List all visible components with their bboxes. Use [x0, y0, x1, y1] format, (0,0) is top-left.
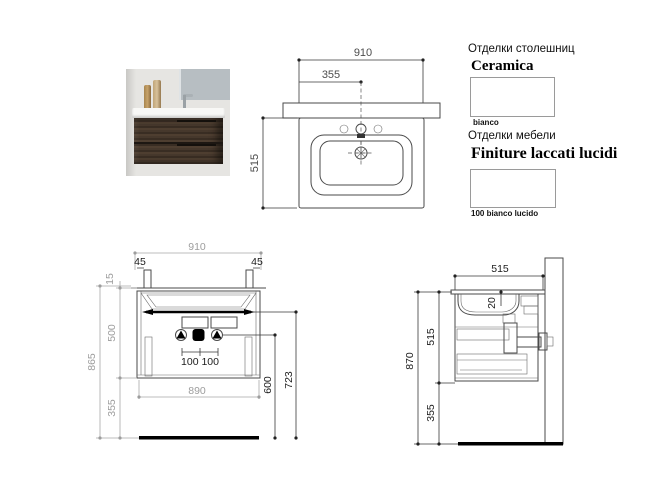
overflow-hole — [357, 134, 365, 138]
cabinet-outline-front — [136, 290, 261, 379]
upper-drawer-section — [456, 328, 510, 341]
drain-icon — [348, 141, 374, 166]
dim-basin-inset: 20 — [486, 297, 498, 309]
countertop-finish-name: Ceramica — [471, 58, 534, 74]
drain-outlet-icon — [192, 329, 205, 341]
wall-bracket — [245, 269, 254, 289]
product-photo — [126, 69, 230, 176]
wall-bracket — [143, 269, 152, 289]
dim-side-clearance: 355 — [425, 404, 437, 422]
dim-top-faucet-offset: 355 — [322, 69, 340, 81]
basin-rim — [310, 134, 413, 196]
drawer-handle — [176, 119, 216, 122]
dim-side-cabinet-height: 515 — [425, 328, 437, 346]
counter-slab-side — [450, 289, 546, 295]
dim-bracket-left: 45 — [134, 256, 146, 268]
basin-section — [140, 292, 257, 310]
floor-line — [139, 436, 259, 440]
drawer-slide — [244, 336, 253, 377]
faucet-hole — [339, 124, 349, 134]
dim-outlet-spacing: 100 100 — [181, 356, 219, 368]
drawer-divider — [134, 142, 223, 145]
bottle — [143, 85, 151, 108]
furniture-finishes-heading: Отделки мебели — [468, 130, 556, 142]
drawer-handle — [176, 144, 216, 147]
dim-front-cabinet-height: 500 — [106, 324, 118, 342]
dim-valve-height: 600 — [262, 376, 274, 394]
dim-front-width: 910 — [188, 241, 206, 253]
lower-drawer-section — [456, 353, 528, 375]
dim-bottom-width: 890 — [188, 385, 206, 397]
backsplash-section — [520, 295, 539, 307]
backsplash-bar — [282, 102, 441, 119]
furniture-swatch — [470, 169, 556, 208]
floor-line — [458, 442, 563, 446]
side-view-drawing: 515 20 870 515 355 — [404, 257, 564, 446]
basin-bowl — [319, 140, 404, 186]
dim-side-total-height: 870 — [404, 352, 416, 370]
valve-icon — [175, 329, 187, 341]
faucet-icon — [183, 93, 193, 97]
valve-icon — [211, 329, 223, 341]
top-view-drawing: 910 355 515 — [249, 47, 441, 210]
countertop-swatch-label: bianco — [473, 118, 499, 127]
dim-side-depth: 515 — [491, 263, 509, 275]
dim-top-width: 910 — [354, 47, 372, 59]
waste-pipe — [516, 336, 542, 348]
dim-trap-height: 723 — [283, 371, 295, 389]
dim-top-depth: 515 — [249, 154, 261, 172]
faucet-hole — [373, 124, 383, 134]
basin-outline-top — [298, 117, 425, 209]
furniture-swatch-label: 100 bianco lucido — [471, 209, 539, 218]
basin-bowl-section — [457, 294, 520, 316]
furniture-finish-name: Finiture laccati lucidi — [471, 145, 618, 162]
dim-rim-thickness: 15 — [104, 273, 116, 285]
wall-section — [544, 257, 564, 445]
faucet-icon — [183, 94, 187, 109]
photo-wall — [126, 69, 136, 176]
front-view-drawing: 910 45 45 100 100 — [86, 241, 298, 440]
countertop-finishes-heading: Отделки столешниц — [468, 43, 575, 55]
dim-bracket-right: 45 — [251, 256, 263, 268]
countertop-swatch — [470, 77, 555, 117]
support-block — [210, 316, 238, 329]
wood-cabinet — [134, 117, 223, 164]
support-block — [181, 316, 209, 329]
washbasin-top — [132, 107, 225, 119]
dim-front-clearance: 355 — [106, 399, 118, 417]
bottle — [153, 79, 162, 108]
drawer-slide — [144, 336, 153, 377]
dim-front-total-height: 865 — [86, 353, 98, 371]
siphon-pipe — [503, 322, 518, 354]
